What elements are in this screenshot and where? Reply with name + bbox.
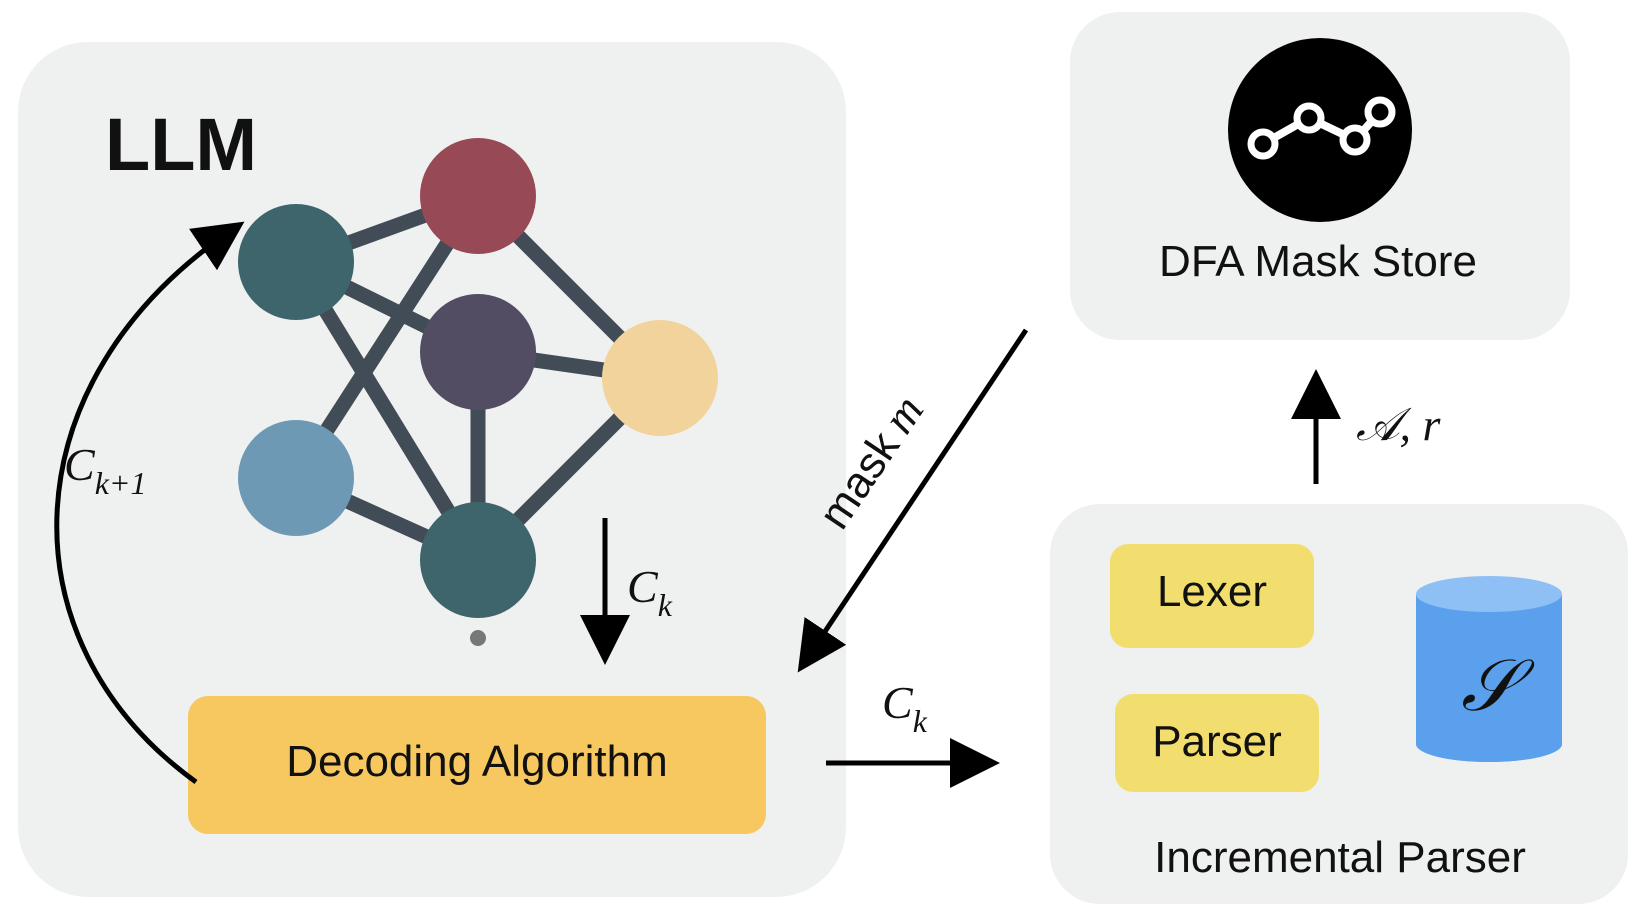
dfa-mask-store-panel: DFA Mask Store <box>1070 12 1570 340</box>
feedback-label: Ck+1 <box>64 439 146 501</box>
mask-arrow <box>797 328 1029 673</box>
graph-nodes-icon <box>1228 38 1412 222</box>
lexer-label: Lexer <box>1157 567 1267 616</box>
network-node-teal-bottom <box>420 502 536 618</box>
decoding-to-parser-label: Ck <box>882 677 928 739</box>
llm-title: LLM <box>105 103 257 186</box>
incremental-parser-panel: Lexer Parser 𝒮 Incremental Parser <box>1050 504 1628 904</box>
parser-label: Parser <box>1152 717 1282 766</box>
llm-to-decoding-label: Ck <box>627 561 673 623</box>
network-node-purple <box>420 294 536 410</box>
database-cylinder-icon: 𝒮 <box>1416 576 1562 762</box>
decoding-algorithm-box: Decoding Algorithm <box>188 696 766 834</box>
network-dot <box>470 630 486 646</box>
network-node-peach <box>602 320 718 436</box>
neural-network-nodes <box>238 138 718 646</box>
network-node-red <box>420 138 536 254</box>
parser-to-store-label: 𝒜, r <box>1356 399 1442 450</box>
llm-panel: LLM Decoding Algorithm <box>18 42 846 897</box>
network-node-teal-top <box>238 204 354 320</box>
decoding-algorithm-label: Decoding Algorithm <box>286 737 668 786</box>
lexer-box: Lexer <box>1110 544 1314 648</box>
parser-box: Parser <box>1115 694 1319 792</box>
feedback-arrow <box>54 221 245 785</box>
dfa-mask-store-label: DFA Mask Store <box>1159 237 1477 286</box>
incremental-parser-title: Incremental Parser <box>1154 833 1526 882</box>
network-node-blue <box>238 420 354 536</box>
